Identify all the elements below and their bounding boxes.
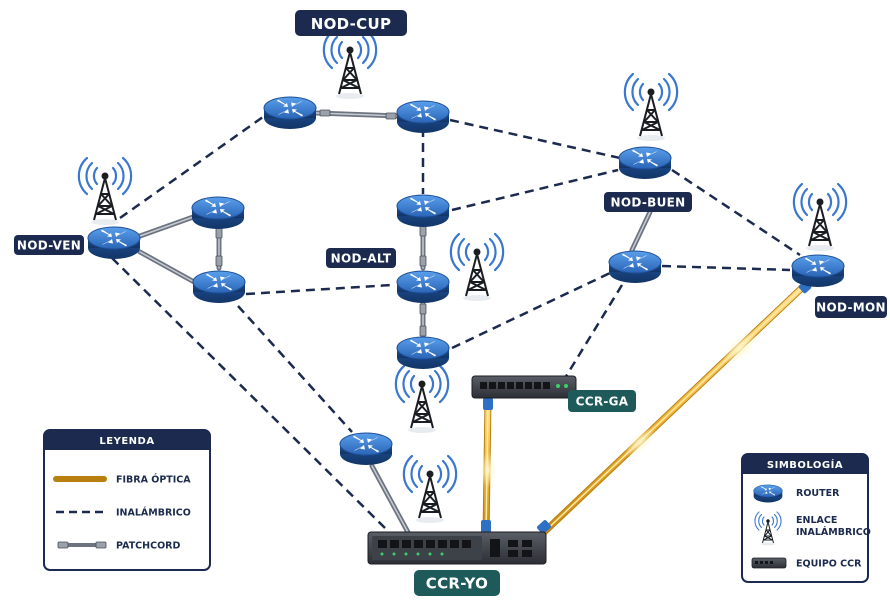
router-icon bbox=[263, 96, 317, 130]
ccr-ga-text: CCR-GA bbox=[576, 395, 629, 409]
label-nod-cup: NOD-CUP bbox=[295, 10, 407, 36]
router-icon bbox=[191, 196, 245, 230]
label-nod-ven: NOD-VEN bbox=[14, 235, 84, 255]
nod-alt-text: NOD-ALT bbox=[331, 252, 392, 266]
tower-icon bbox=[322, 30, 378, 101]
routers bbox=[87, 96, 845, 466]
nod-mon-text: NOD-MON bbox=[816, 301, 886, 315]
router-icon bbox=[396, 336, 450, 370]
legend-inalambrico-text: INALÁMBRICO bbox=[116, 507, 191, 519]
link-alt-buen bbox=[451, 168, 619, 212]
label-nod-buen: NOD-BUEN bbox=[604, 192, 692, 212]
nod-ven-text: NOD-VEN bbox=[17, 239, 81, 253]
router-icon bbox=[87, 226, 141, 260]
tower-icon bbox=[449, 232, 505, 303]
tower-icon bbox=[792, 182, 848, 253]
symbology-enlace-text: ENLACE bbox=[796, 515, 837, 526]
router-icon bbox=[753, 484, 783, 503]
link-ven2-r7 bbox=[237, 305, 353, 433]
label-ccr-yo: CCR-YO bbox=[414, 570, 500, 596]
fiber-links bbox=[480, 280, 812, 540]
router-icon bbox=[791, 254, 845, 288]
symbology-equipo-text: EQUIPO CCR bbox=[796, 559, 862, 570]
link-buen-mon bbox=[671, 168, 801, 257]
symbology-title: SIMBOLOGÍA bbox=[767, 458, 843, 471]
tower-icon bbox=[402, 454, 458, 525]
symbology-router-text: ROUTER bbox=[796, 488, 840, 499]
link-ven-cup bbox=[119, 110, 271, 220]
router-icon bbox=[339, 432, 393, 466]
patchcords bbox=[137, 109, 653, 539]
tower-icon bbox=[623, 72, 679, 143]
ccr-ga-device bbox=[471, 375, 577, 399]
ccr-yo-device bbox=[367, 531, 547, 565]
nod-buen-text: NOD-BUEN bbox=[611, 196, 686, 210]
ccr-yo-text: CCR-YO bbox=[426, 575, 488, 593]
nod-cup-text: NOD-CUP bbox=[311, 15, 392, 33]
router-icon bbox=[396, 100, 450, 134]
router-icon bbox=[396, 194, 450, 228]
link-ga-mon bbox=[661, 264, 791, 272]
label-ccr-ga: CCR-GA bbox=[568, 390, 636, 412]
label-nod-alt: NOD-ALT bbox=[326, 248, 396, 268]
legend-patchcord-text: PATCHCORD bbox=[116, 541, 180, 552]
legend-title: LEYENDA bbox=[99, 436, 154, 447]
symbology-box: SIMBOLOGÍA ROUTER ENLACE INALÁMBRICO EQU… bbox=[741, 453, 871, 583]
legend-fibra-text: FIBRA ÓPTICA bbox=[116, 474, 191, 486]
router-icon bbox=[608, 250, 662, 284]
link-cup-buen bbox=[449, 118, 621, 160]
link-ga-ccrga bbox=[563, 284, 624, 379]
wireless-links bbox=[111, 110, 801, 529]
symbology-inalambrico-text: INALÁMBRICO bbox=[796, 526, 871, 538]
link-alt-ven bbox=[245, 283, 393, 296]
tower-icon bbox=[394, 364, 450, 435]
router-icon bbox=[396, 270, 450, 304]
legend-box: LEYENDA FIBRA ÓPTICA INALÁMBRICO PATCHCO… bbox=[43, 429, 211, 571]
router-icon bbox=[192, 270, 246, 304]
router-icon bbox=[618, 146, 672, 180]
link-ven-yo bbox=[111, 257, 386, 529]
label-nod-mon: NOD-MON bbox=[815, 296, 887, 318]
